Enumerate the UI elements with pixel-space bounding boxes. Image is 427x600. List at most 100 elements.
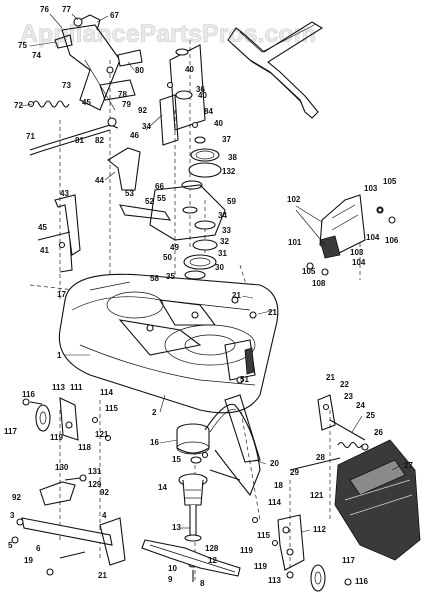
callout-66: 66: [155, 182, 164, 191]
callout-73: 73: [62, 81, 71, 90]
rod-71: [29, 117, 119, 156]
callout-21a: 21: [232, 291, 241, 300]
callout-79: 79: [122, 100, 131, 109]
callout-51: 51: [240, 375, 249, 384]
callout-78: 78: [118, 90, 127, 99]
control-linkage: [54, 14, 143, 111]
stabilizer-bar: [16, 517, 126, 566]
callout-21d: 21: [326, 373, 335, 382]
callout-129: 129: [88, 480, 102, 489]
callout-105: 105: [383, 177, 397, 186]
callout-74: 74: [32, 51, 41, 60]
callout-53: 53: [125, 189, 134, 198]
callout-32: 32: [220, 237, 229, 246]
callout-131: 131: [88, 467, 102, 476]
callout-23: 23: [344, 392, 353, 401]
callout-52: 52: [145, 197, 154, 206]
callout-119: 119: [50, 433, 63, 442]
leader-lines: [21, 13, 401, 533]
callout-36: 36: [196, 85, 205, 94]
mower-blade: [141, 539, 241, 577]
callout-116: 116: [22, 390, 35, 399]
callout-50: 50: [163, 253, 172, 262]
callout-115b: 115: [257, 531, 270, 540]
chute-hinge: [289, 394, 369, 471]
callout-84: 84: [204, 107, 213, 116]
belt-guide-44: [107, 147, 141, 191]
callout-67: 67: [110, 11, 119, 20]
callout-14: 14: [158, 483, 167, 492]
callout-30: 30: [215, 263, 224, 272]
callout-10: 10: [168, 564, 177, 573]
callout-43: 43: [60, 189, 69, 198]
lift-link: [37, 194, 81, 273]
callout-19: 19: [24, 556, 33, 565]
callout-132: 132: [222, 167, 236, 176]
callout-21b: 21: [268, 308, 277, 317]
callout-114: 114: [100, 388, 113, 397]
callout-labels: 76 77 67 75 74 80 73 78 72 45 79 92 71 8…: [4, 5, 413, 588]
callout-108: 108: [312, 279, 326, 288]
callout-13: 13: [172, 523, 181, 532]
callout-16: 16: [150, 438, 159, 447]
callout-40: 40: [185, 65, 194, 74]
drive-belt: [204, 403, 261, 497]
rear-hanger: [277, 514, 352, 592]
callout-117: 117: [4, 427, 17, 436]
callout-76: 76: [40, 5, 49, 14]
callout-34b: 34: [218, 211, 227, 220]
callout-40b: 40: [214, 119, 223, 128]
callout-118: 118: [78, 443, 91, 452]
callout-26: 26: [374, 428, 383, 437]
callout-38: 38: [228, 153, 237, 162]
deck-lift-arm: [209, 394, 261, 481]
callout-17: 17: [57, 290, 66, 299]
callout-6: 6: [36, 544, 41, 553]
callout-9: 9: [168, 575, 173, 584]
callout-41: 41: [40, 246, 49, 255]
callout-103b: 103: [350, 248, 364, 257]
pulley-stack: [159, 44, 222, 190]
callout-18: 18: [274, 481, 283, 490]
callout-1: 1: [57, 351, 62, 360]
callout-3: 3: [10, 511, 15, 520]
callout-22: 22: [340, 380, 349, 389]
callout-25: 25: [366, 411, 375, 420]
callout-118b: 119: [240, 546, 253, 555]
callout-113b: 113: [268, 576, 281, 585]
callout-111: 111: [70, 383, 83, 392]
callout-101: 101: [288, 238, 302, 247]
callout-45: 45: [82, 98, 91, 107]
callout-27: 27: [404, 461, 413, 470]
callout-59: 59: [227, 197, 236, 206]
spring-72: [27, 100, 70, 108]
callout-92b: 92: [100, 488, 109, 497]
belt-drawing: [227, 21, 324, 119]
callout-75: 75: [18, 41, 27, 50]
callout-77: 77: [62, 5, 71, 14]
mower-deck: [58, 273, 279, 414]
callout-34: 34: [142, 122, 151, 131]
callout-5: 5: [8, 541, 13, 550]
idler-bracket: [119, 184, 226, 280]
callout-45b: 45: [38, 223, 47, 232]
callout-55: 55: [157, 194, 166, 203]
callout-21c: 21: [98, 571, 107, 580]
discharge-chute: [334, 439, 421, 561]
callout-114b: 114: [268, 498, 281, 507]
watermark-text: AppliancePartsPros.com: [20, 20, 316, 48]
callout-31: 31: [218, 249, 227, 258]
callout-121: 121: [95, 430, 109, 439]
callout-58: 58: [150, 274, 159, 283]
callout-29: 29: [290, 468, 299, 477]
callout-49: 49: [170, 243, 179, 252]
callout-115: 115: [105, 404, 118, 413]
callout-116b: 116: [355, 577, 368, 586]
callout-33: 33: [222, 226, 231, 235]
callout-20: 20: [270, 459, 279, 468]
gauge-wheel-left: [22, 397, 79, 441]
callout-105b: 105: [302, 267, 316, 276]
hanger-bracket: [39, 474, 87, 506]
callout-130: 130: [55, 463, 69, 472]
